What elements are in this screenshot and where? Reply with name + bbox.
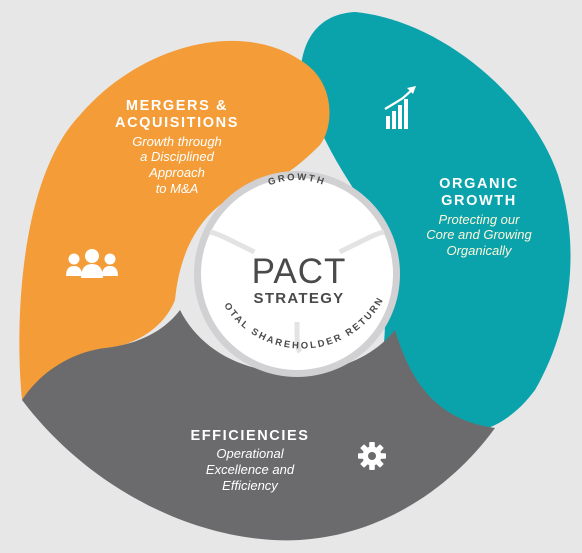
organic-growth-segment: [300, 12, 571, 435]
efficiencies-desc-line: Efficiency: [222, 477, 278, 493]
organic-desc-line: Core and Growing: [426, 227, 532, 243]
efficiencies-label: EFFICIENCIES Operational Excellence and …: [172, 428, 328, 493]
mergers-title-line: ACQUISITIONS: [115, 115, 239, 132]
mergers-acquisitions-label: MERGERS & ACQUISITIONS Growth through a …: [86, 98, 268, 196]
mergers-title-line: MERGERS &: [125, 98, 229, 114]
efficiencies-title-line: EFFICIENCIES: [190, 428, 310, 444]
organic-title: ORGANIC GROWTH: [404, 176, 554, 211]
mergers-desc-line: Growth through: [132, 133, 222, 149]
organic-description: Protecting our Core and Growing Organica…: [404, 212, 554, 259]
mergers-description: Growth through a Disciplined Approach to…: [86, 134, 268, 196]
hub-dividers: [209, 229, 385, 354]
gear-icon: [358, 442, 386, 470]
mergers-desc-line: a Disciplined: [140, 149, 214, 165]
efficiencies-description: Operational Excellence and Efficiency: [172, 446, 328, 493]
organic-desc-line: Protecting our: [438, 211, 520, 227]
bar-chart-growth-icon: [384, 86, 416, 129]
organic-desc-line: Organically: [446, 242, 512, 258]
efficiencies-segment: [22, 310, 495, 541]
hub-title: PACT: [252, 252, 347, 291]
organic-title-line: GROWTH: [441, 193, 517, 210]
mergers-title: MERGERS & ACQUISITIONS: [86, 98, 268, 133]
efficiencies-desc-line: Operational: [216, 446, 284, 462]
mergers-desc-line: Approach: [149, 164, 205, 180]
efficiencies-desc-line: Excellence and: [205, 461, 295, 477]
hub-subtitle: STRATEGY: [254, 290, 345, 307]
people-group-icon: [66, 249, 118, 278]
hub-center-disc: [249, 226, 345, 322]
mergers-acquisitions-segment: [19, 40, 330, 401]
hub-arc-top: GROWTH: [267, 172, 328, 188]
efficiencies-title: EFFICIENCIES: [172, 428, 328, 445]
organic-growth-label: ORGANIC GROWTH Protecting our Core and G…: [404, 176, 554, 259]
mergers-desc-line: to M&A: [155, 180, 199, 196]
organic-title-line: ORGANIC: [439, 176, 519, 192]
